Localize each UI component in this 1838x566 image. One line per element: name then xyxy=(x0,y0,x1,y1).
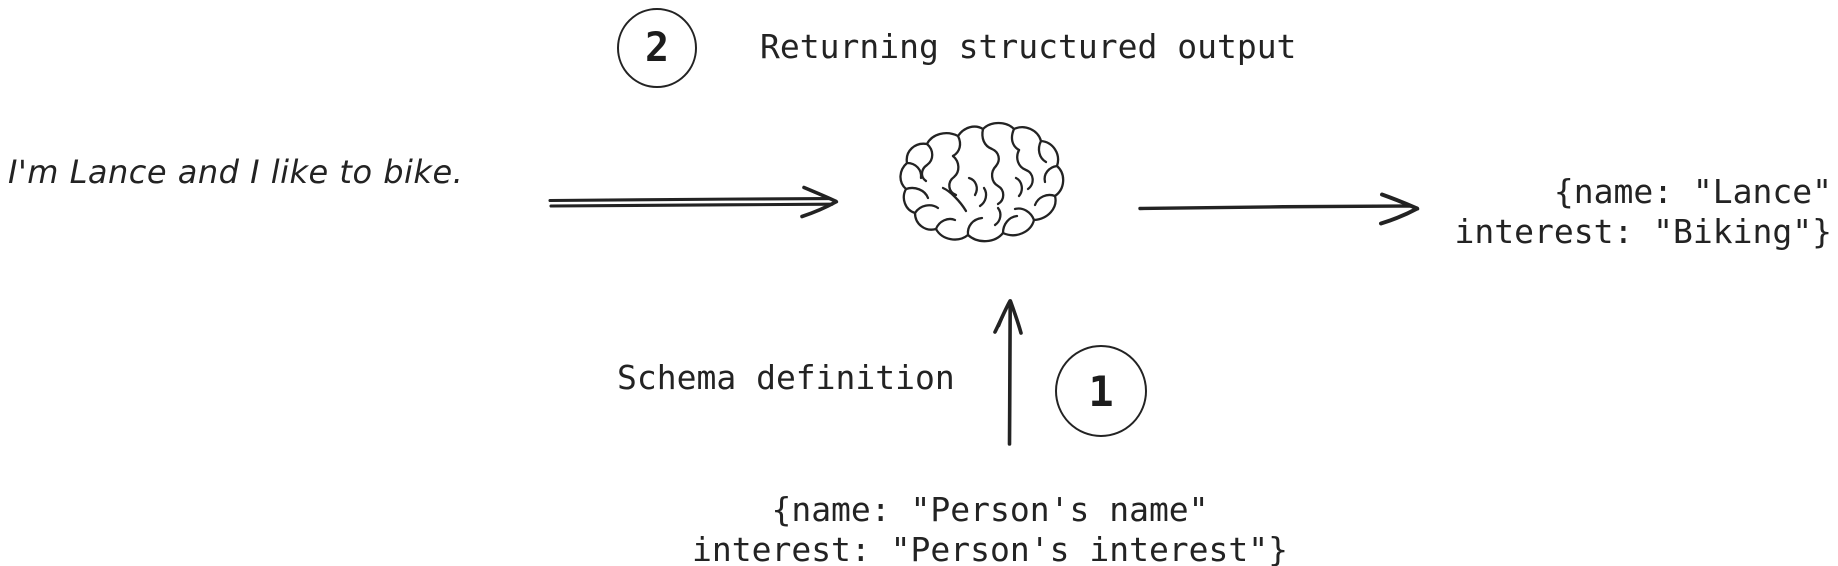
brain-icon xyxy=(898,118,1083,248)
output-arrow xyxy=(1138,186,1438,232)
output-json-line-2: interest: "Biking"} xyxy=(1454,212,1833,251)
schema-json: {name: "Person's name" interest: "Person… xyxy=(610,490,1370,566)
step-badge-1: 1 xyxy=(1055,345,1147,437)
schema-arrow xyxy=(985,296,1041,446)
step-label-schema-definition: Schema definition xyxy=(617,358,955,397)
step-label-returning-structured-output: Returning structured output xyxy=(760,27,1297,66)
schema-json-line-2: interest: "Person's interest"} xyxy=(691,530,1289,566)
input-arrow xyxy=(548,178,878,228)
schema-json-line-1: {name: "Person's name" xyxy=(771,490,1209,529)
output-json-line-1: {name: "Lance" xyxy=(1553,172,1832,211)
input-text: I'm Lance and I like to bike. xyxy=(8,153,464,191)
step-badge-2: 2 xyxy=(617,8,697,88)
output-json: {name: "Lance" interest: "Biking"} xyxy=(1412,172,1833,252)
